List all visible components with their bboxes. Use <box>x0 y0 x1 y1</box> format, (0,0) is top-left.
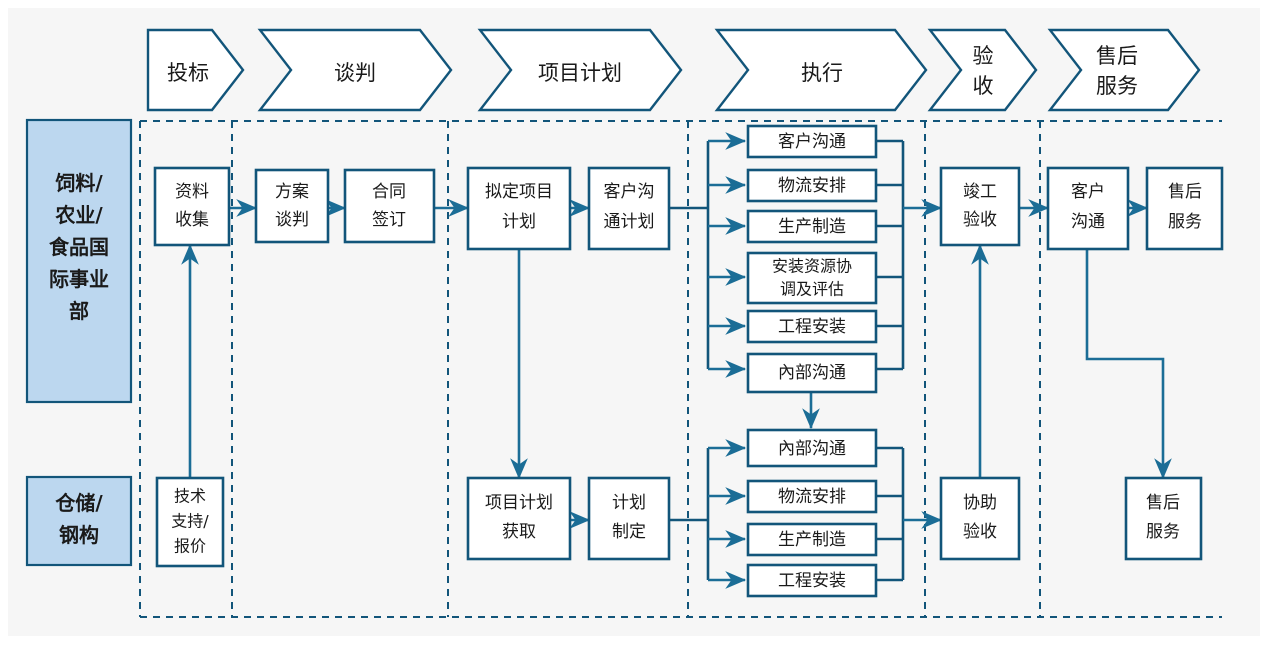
phase-header-execute[interactable]: 执行 <box>714 28 928 112</box>
phase-label-negotiate: 谈判 <box>334 61 376 85</box>
node-jishu-zhichi-baojia-l1: 技术 <box>174 487 206 506</box>
node-hetong-qianding[interactable]: 合同 签订 <box>343 168 436 244</box>
phase-label-bid: 投标 <box>167 61 209 85</box>
node-shouhou-fuwu-top[interactable]: 售后 服务 <box>1145 166 1224 251</box>
node-xiangmu-jihua-huoqu-l1: 项目计划 <box>485 493 553 513</box>
node-ex2-neibu-goutong-label: 內部沟通 <box>778 439 846 459</box>
node-ex1-anzhuang-ziyuan-l2: 调及评估 <box>780 280 844 299</box>
node-ex2-shengchan-zhizao-label: 生产制造 <box>778 530 846 550</box>
lane-label-feed-l1: 饲料/ <box>54 171 103 195</box>
node-ziliao-shouji-l1: 资料 <box>175 182 209 202</box>
node-shouhou-fuwu-bottom[interactable]: 售后 服务 <box>1124 476 1203 561</box>
phase-header-aftersales[interactable]: 售后 服务 <box>1047 28 1201 112</box>
node-ex1-shengchan-zhizao-label: 生产制造 <box>778 217 846 237</box>
node-nideng-xiangmu-jihua[interactable]: 拟定项目 计划 <box>466 166 572 251</box>
phase-label-aftersales-l1: 售后 <box>1096 44 1138 68</box>
node-ex1-anzhuang-ziyuan-l1: 安装资源协 <box>772 257 852 276</box>
lane-label-warehouse-l2: 钢构 <box>59 523 99 547</box>
lane-label-warehouse: 仓储/ 钢构 <box>25 475 133 567</box>
node-kehu-goutong-aftersales-l2: 沟通 <box>1071 212 1105 232</box>
node-ex2-gongcheng-anzhuang-label: 工程安装 <box>778 571 846 591</box>
node-jishu-zhichi-baojia-l3: 报价 <box>174 537 206 556</box>
lane-label-feed-l3: 食品国 <box>49 235 109 259</box>
lane-label-feed: 饲料/ 农业/ 食品国 际事业 部 <box>25 118 133 404</box>
phase-header-plan[interactable]: 项目计划 <box>477 28 683 112</box>
phase-label-plan: 项目计划 <box>538 61 622 85</box>
phase-label-acceptance-l1: 验 <box>973 44 994 68</box>
node-ex2-neibu-goutong[interactable]: 內部沟通 <box>746 428 878 468</box>
node-ex1-wuliu-anpai-label: 物流安排 <box>778 176 846 196</box>
phase-header-acceptance[interactable]: 验 收 <box>927 28 1038 112</box>
node-junggong-yanshou-l2: 验收 <box>963 210 997 230</box>
node-ex1-neibu-goutong-label: 內部沟通 <box>778 363 846 383</box>
node-ziliao-shouji-l2: 收集 <box>175 210 209 230</box>
phase-header-bid[interactable]: 投标 <box>146 28 245 112</box>
node-ex1-gongcheng-anzhuang-label: 工程安装 <box>778 317 846 337</box>
node-ex1-neibu-goutong[interactable]: 內部沟通 <box>746 352 878 394</box>
node-hetong-qianding-l1: 合同 <box>372 182 406 202</box>
node-ziliao-shouji[interactable]: 资料 收集 <box>153 166 231 247</box>
node-xiezhu-yanshou-l2: 验收 <box>963 522 997 542</box>
node-nideng-xiangmu-jihua-l2: 计划 <box>502 212 536 232</box>
node-jishu-zhichi-baojia-l2: 支持/ <box>171 512 209 531</box>
lane-label-feed-l5: 部 <box>69 299 89 323</box>
node-ex1-kehu-goutong[interactable]: 客户沟通 <box>746 124 878 159</box>
node-ex2-shengchan-zhizao[interactable]: 生产制造 <box>746 522 878 557</box>
node-ex1-anzhuang-ziyuan[interactable]: 安装资源协 调及评估 <box>746 251 878 305</box>
node-fangan-tanpan-l1: 方案 <box>275 182 309 202</box>
node-hetong-qianding-l2: 签订 <box>372 210 406 230</box>
node-ex2-wuliu-anpai[interactable]: 物流安排 <box>746 479 878 514</box>
phase-header-negotiate[interactable]: 谈判 <box>257 28 453 112</box>
node-kehu-goutong-aftersales[interactable]: 客户 沟通 <box>1046 166 1130 251</box>
node-ex2-wuliu-anpai-label: 物流安排 <box>778 487 846 507</box>
node-ex1-kehu-goutong-label: 客户沟通 <box>778 132 846 152</box>
node-kehu-goutong-jihua-l2: 通计划 <box>604 212 655 232</box>
node-junggong-yanshou-l1: 竣工 <box>963 182 997 202</box>
node-ex1-wuliu-anpai[interactable]: 物流安排 <box>746 168 878 203</box>
node-fangan-tanpan-l2: 谈判 <box>275 210 309 230</box>
phase-label-aftersales-l2: 服务 <box>1096 74 1138 98</box>
phase-label-acceptance-l2: 收 <box>973 74 994 98</box>
node-xiangmu-jihua-huoqu-l2: 获取 <box>502 522 536 542</box>
node-shouhou-fuwu-bottom-l2: 服务 <box>1146 522 1180 542</box>
node-xiezhu-yanshou-l1: 协助 <box>963 493 997 513</box>
node-kehu-goutong-jihua[interactable]: 客户沟 通计划 <box>587 166 671 251</box>
node-xiangmu-jihua-huoqu[interactable]: 项目计划 获取 <box>466 476 572 561</box>
node-fangan-tanpan[interactable]: 方案 谈判 <box>254 168 330 244</box>
node-shouhou-fuwu-bottom-l1: 售后 <box>1146 493 1180 513</box>
conn-kehu-to-shouhou2 <box>1085 249 1172 480</box>
node-ex1-gongcheng-anzhuang[interactable]: 工程安装 <box>746 309 878 344</box>
node-shouhou-fuwu-top-l1: 售后 <box>1168 182 1202 202</box>
node-jihua-zhiding-l2: 制定 <box>612 522 646 542</box>
node-jihua-zhiding[interactable]: 计划 制定 <box>587 476 671 561</box>
node-ex1-shengchan-zhizao[interactable]: 生产制造 <box>746 209 878 244</box>
node-shouhou-fuwu-top-l2: 服务 <box>1168 212 1202 232</box>
node-xiezhu-yanshou[interactable]: 协助 验收 <box>939 476 1021 561</box>
lane-label-warehouse-l1: 仓储/ <box>54 491 103 515</box>
lane-label-feed-l4: 际事业 <box>49 267 109 291</box>
node-jishu-zhichi-baojia[interactable]: 技术 支持/ 报价 <box>155 476 225 568</box>
node-ex2-gongcheng-anzhuang[interactable]: 工程安装 <box>746 563 878 598</box>
lane-label-feed-l2: 农业/ <box>54 203 103 227</box>
node-nideng-xiangmu-jihua-l1: 拟定项目 <box>485 182 553 202</box>
node-kehu-goutong-aftersales-l1: 客户 <box>1071 182 1105 202</box>
node-jihua-zhiding-l1: 计划 <box>612 493 646 513</box>
connectors <box>181 132 1172 589</box>
node-junggong-yanshou[interactable]: 竣工 验收 <box>939 166 1021 247</box>
node-kehu-goutong-jihua-l1: 客户沟 <box>604 182 655 202</box>
phase-label-execute: 执行 <box>801 61 843 85</box>
